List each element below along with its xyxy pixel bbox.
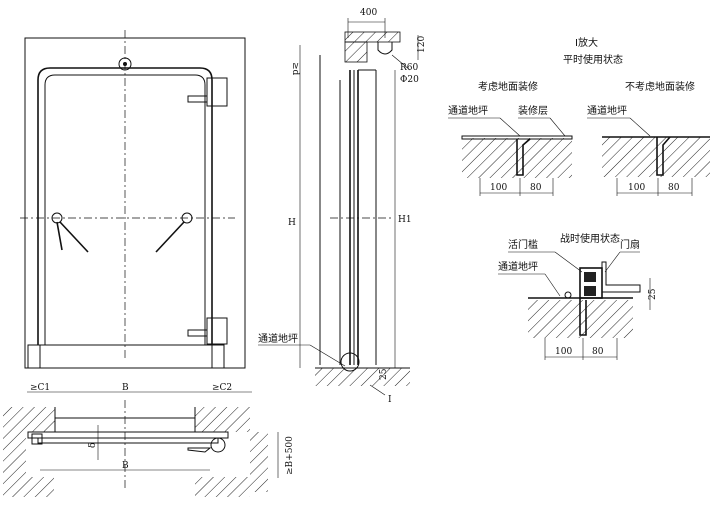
handle-left-icon	[51, 212, 89, 253]
dim-h1: H1	[398, 215, 412, 225]
dim-depth: ≥B+500	[285, 436, 295, 475]
war-state-title: 战时使用状态	[560, 232, 620, 245]
detail-war-state	[498, 251, 651, 360]
detail-without-finish	[587, 117, 710, 196]
dim-25: 25	[379, 368, 389, 380]
dim-100-a: 100	[490, 183, 507, 193]
dim-25-war: 25	[648, 288, 658, 300]
dim-80-c: 80	[592, 347, 604, 357]
floor-label-1: 通道地坪	[448, 104, 488, 117]
floor-label-3: 通道地坪	[498, 260, 538, 273]
dim-80-b: 80	[668, 183, 680, 193]
handle-right-icon	[155, 212, 193, 253]
detail-title: I放大	[575, 36, 598, 49]
side-section	[258, 18, 419, 396]
door-leaf-label: 门扇	[620, 238, 640, 251]
plan-section	[3, 391, 279, 497]
dim-b-top: B	[122, 383, 129, 393]
floor-label-2: 通道地坪	[587, 104, 627, 117]
dim-80-a: 80	[530, 183, 542, 193]
floor-label: 通道地坪	[258, 332, 298, 345]
dim-h: H	[288, 218, 296, 228]
with-finish-title: 考虑地面装修	[478, 80, 538, 93]
dim-thickness: δ	[88, 443, 98, 448]
finish-layer-label: 装修层	[518, 104, 548, 117]
radius-label: R60	[400, 63, 419, 73]
detail-with-finish	[448, 117, 573, 196]
dim-d: ≥d	[290, 62, 300, 76]
detail-marker: I	[388, 395, 392, 405]
movable-sill-label: 活门槛	[508, 238, 538, 251]
dim-100-b: 100	[628, 183, 645, 193]
dim-b-bottom: B	[122, 461, 129, 471]
lock-icon	[118, 57, 132, 71]
hinge-top-icon	[187, 77, 228, 107]
dim-120: 120	[417, 36, 427, 53]
dim-c2: ≥C2	[212, 383, 232, 393]
dim-c1: ≥C1	[30, 383, 50, 393]
hinge-bottom-icon	[187, 317, 228, 345]
dim-400: 400	[360, 8, 377, 18]
dim-100-c: 100	[555, 347, 572, 357]
normal-state-title: 平时使用状态	[563, 53, 623, 66]
diameter-label: Φ20	[400, 75, 419, 85]
without-finish-title: 不考虑地面装修	[625, 80, 695, 93]
front-elevation	[20, 30, 246, 369]
